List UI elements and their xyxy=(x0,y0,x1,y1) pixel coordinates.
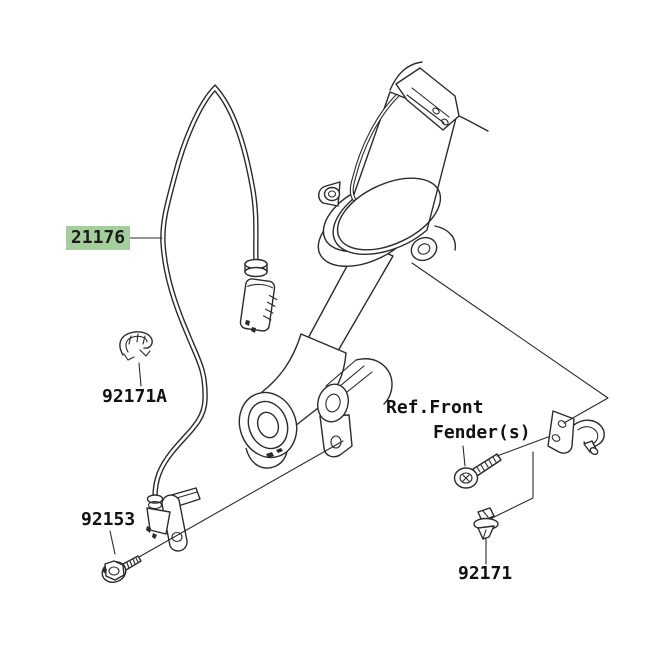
part-label-92171: 92171 xyxy=(458,563,513,584)
cable-clamp xyxy=(119,331,153,361)
leader-lines xyxy=(109,237,609,565)
fender-bracket xyxy=(547,410,605,456)
push-rivet xyxy=(473,507,499,540)
sensor-bolt xyxy=(101,555,142,583)
abs-sensor-cable xyxy=(152,84,259,500)
ref-front-fender-label-line1: Ref.Front xyxy=(386,397,484,418)
part-label-92153: 92153 xyxy=(81,509,136,530)
part-label-92171A: 92171A xyxy=(102,386,168,407)
abs-sensor xyxy=(146,487,201,552)
cable-connector xyxy=(239,258,278,333)
front-fork-assembly xyxy=(238,61,489,469)
ref-front-fender-label-line2: Fender(s) xyxy=(433,422,531,443)
fender-screw xyxy=(453,453,502,489)
part-label-21176-highlighted[interactable]: 21176 xyxy=(66,226,130,250)
